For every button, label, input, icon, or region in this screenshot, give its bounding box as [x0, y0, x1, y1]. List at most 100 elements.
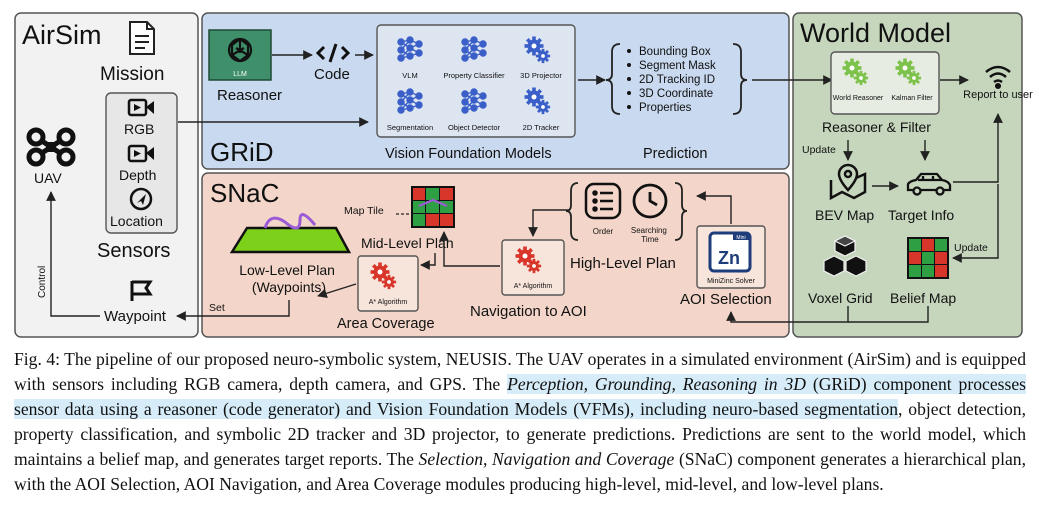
caption-part: Fig. 4: The pipeline of our proposed neu…: [14, 349, 1026, 394]
code-icon: [315, 43, 351, 63]
waypoint-label: Waypoint: [104, 308, 167, 325]
vfm-title: Vision Foundation Models: [385, 146, 552, 162]
snac-title: SNaC: [210, 178, 279, 208]
prediction-brace-left: [605, 43, 621, 115]
caption-part: (SNaC) component generates a hierarchica…: [14, 449, 1026, 494]
minizinc-zn-label: Zn: [718, 248, 740, 268]
low-level-line-1: Low-Level Plan: [239, 262, 335, 278]
airsim-title: AirSim: [22, 20, 102, 50]
area-to-low-arrow: [317, 283, 357, 299]
low-level-line-2: (Waypoints): [252, 279, 326, 295]
minizinc-mini-label: Mini: [736, 235, 745, 241]
high-to-nav-arrow: [528, 209, 570, 237]
report-label: Report to user: [963, 89, 1033, 101]
vfm-item-label: 2D Tracker: [523, 123, 560, 132]
prediction-item: 3D Coordinate: [639, 88, 713, 100]
a-star-label: A* Algorithm: [369, 299, 408, 306]
sensors-box: [105, 92, 178, 234]
reasoner-label: Reasoner: [217, 87, 282, 104]
drone-icon: [26, 127, 76, 167]
target-to-report-arrow: [953, 113, 1003, 183]
uav-label: UAV: [34, 170, 62, 186]
llm-box: [208, 29, 272, 81]
nav-to-mid-arrow: [439, 231, 500, 267]
prediction-item: Segment Mask: [639, 60, 716, 72]
clock-icon: [632, 183, 668, 219]
nav-aoi-label: Navigation to AOI: [470, 303, 587, 320]
vfm-box: [376, 24, 576, 138]
searching-line-1: Searching: [631, 226, 667, 235]
low-to-waypoint-arrow: [176, 300, 290, 321]
area-coverage-label: Area Coverage: [337, 316, 435, 332]
target-info-label: Target Info: [888, 207, 954, 223]
camera-icon: [127, 98, 154, 117]
high-brace-right: [674, 182, 688, 241]
llm-label: LLM: [233, 71, 247, 78]
openai-icon: [227, 37, 253, 63]
map-tile-icon: [229, 213, 352, 254]
caption-part: , object detection, property classificat…: [14, 399, 1026, 469]
searching-line-2: Time: [641, 235, 659, 244]
vfm-item-label: 3D Projector: [520, 71, 562, 80]
code-label: Code: [314, 66, 350, 83]
location-label: Location: [110, 213, 163, 229]
car-icon: [906, 172, 952, 196]
prediction-item: 2D Tracking ID: [639, 74, 715, 86]
high-brace-left: [565, 182, 579, 241]
document-icon: [129, 21, 155, 55]
a-star-label-2: A* Algorithm: [514, 283, 553, 290]
mission-label: Mission: [100, 64, 164, 85]
update-label: Update: [802, 144, 836, 156]
cubes-icon: [823, 235, 867, 277]
reasoner-filter-label: Reasoner & Filter: [822, 119, 931, 135]
high-level-label: High-Level Plan: [570, 255, 676, 272]
searching-time-label: Searching Time: [631, 226, 669, 244]
voxel-grid-label: Voxel Grid: [808, 290, 873, 306]
order-label: Order: [593, 227, 614, 236]
vfm-item-label: Segmentation: [387, 123, 433, 132]
grid-icon: [907, 237, 949, 279]
caption-italic: Selection, Navigation and Coverage: [418, 449, 675, 469]
world-reasoner-label: World Reasoner: [833, 95, 884, 102]
aoi-selection-label: AOI Selection: [680, 291, 772, 308]
caption-highlight-italic: Perception, Grounding, Reasoning in 3D: [507, 374, 806, 394]
location-icon: [129, 187, 153, 211]
sensors-label: Sensors: [97, 240, 170, 262]
belief-map-label: Belief Map: [890, 290, 956, 306]
update-label-2: Update: [954, 242, 988, 254]
belief-to-aoi-line: [848, 306, 929, 323]
grid-title: GRiD: [210, 137, 274, 167]
mid-to-area-arrow: [420, 253, 436, 270]
update-belief-arrow: [952, 184, 999, 263]
prediction-title: Prediction: [643, 146, 707, 162]
flag-icon: [130, 280, 153, 301]
depth-label: Depth: [119, 167, 156, 183]
camera-icon: [127, 144, 154, 163]
control-label: Control: [37, 266, 48, 298]
rgb-label: RGB: [124, 121, 154, 137]
bev-map-label: BEV Map: [815, 207, 874, 223]
report-text: Report to user: [963, 89, 1033, 101]
set-label: Set: [209, 302, 225, 314]
kalman-filter-label: Kalman Filter: [891, 95, 933, 102]
control-arrow: [46, 191, 100, 317]
wifi-icon: [985, 65, 1011, 90]
vfm-item-label: VLM: [402, 71, 417, 80]
map-tile-label: Map Tile: [344, 205, 384, 217]
prediction-brace-right: [732, 43, 748, 115]
vfm-item-label: Property Classifier: [443, 71, 505, 80]
minizinc-mini-badge: [733, 233, 750, 240]
world-to-aoi-arrow: [726, 306, 849, 323]
list-icon: [584, 182, 622, 220]
map-pin-icon: [829, 163, 867, 201]
pipeline-figure: AirSim Mission UAV RGB Depth Location Se…: [14, 12, 1033, 338]
minizinc-solver-label: MiniZinc Solver: [707, 278, 756, 285]
prediction-list: Bounding Box Segment Mask 2D Tracking ID…: [627, 46, 716, 114]
aoi-to-high-arrow: [696, 191, 732, 224]
prediction-item: Bounding Box: [639, 46, 711, 58]
figure-caption: Fig. 4: The pipeline of our proposed neu…: [14, 347, 1026, 497]
prediction-item: Properties: [639, 102, 692, 114]
world-title: World Model: [800, 18, 951, 48]
vfm-item-label: Object Detector: [448, 123, 501, 132]
mid-level-label: Mid-Level Plan: [361, 235, 454, 251]
